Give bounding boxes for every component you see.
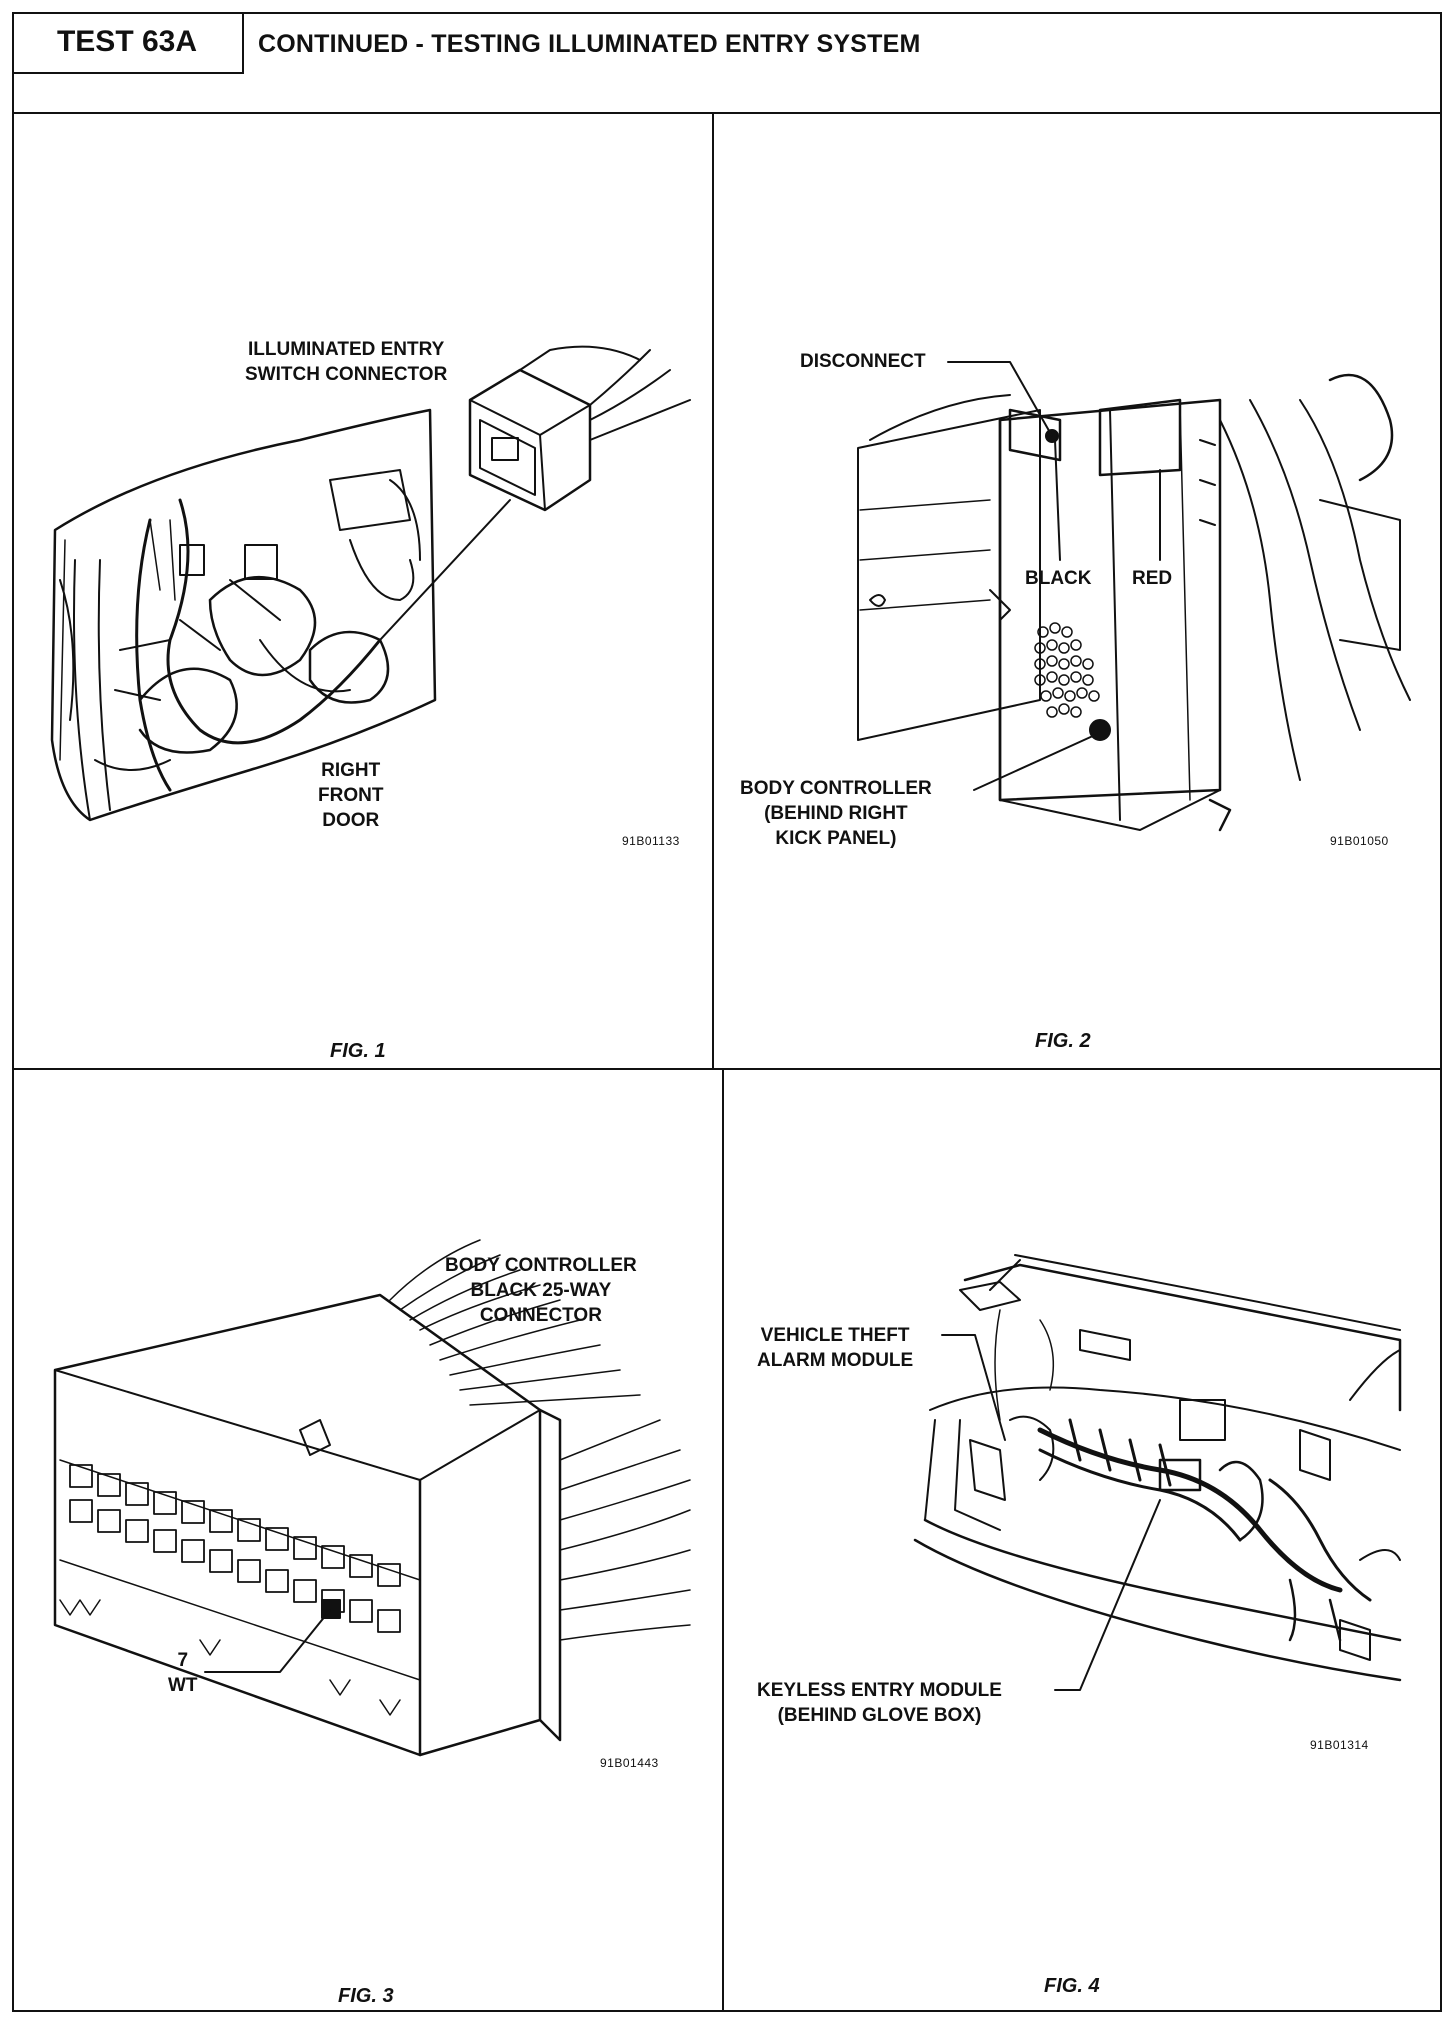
fig2-callout-disconnect: DISCONNECT	[800, 351, 926, 372]
fig3-callout-connector-line1: BODY CONTROLLER	[445, 1255, 637, 1276]
fig3-code: 91B01443	[600, 1756, 659, 1770]
fig4-callout-keyless: KEYLESS ENTRY MODULE (BEHIND GLOVE BOX)	[757, 1678, 1002, 1728]
fig3-caption: FIG. 3	[338, 1985, 394, 2007]
column-divider-top	[712, 112, 714, 1070]
column-divider-bottom	[722, 1068, 724, 2010]
middle-divider	[12, 1068, 1442, 1070]
fig3-callout-connector-line3: CONNECTOR	[479, 1305, 602, 1326]
fig4-callout-keyless-line1: KEYLESS ENTRY MODULE	[757, 1680, 1002, 1701]
fig1-callout-door-line2: FRONT	[318, 785, 384, 806]
fig2-callout-body: BODY CONTROLLER (BEHIND RIGHT KICK PANEL…	[740, 776, 932, 851]
fig3-callout-pin-line1: 7	[177, 1650, 189, 1671]
fig1-door-illustration	[50, 408, 511, 822]
page-title: CONTINUED - TESTING ILLUMINATED ENTRY SY…	[258, 30, 921, 58]
fig4-callout-theft-line2: ALARM MODULE	[757, 1350, 914, 1371]
fig3-callout-connector-line2: BLACK 25-WAY	[470, 1280, 612, 1301]
page-frame	[12, 12, 1442, 2012]
fig4-callout-keyless-line2: (BEHIND GLOVE BOX)	[777, 1705, 982, 1726]
fig2-body-controller-illustration	[857, 361, 1411, 832]
fig2-code: 91B01050	[1330, 834, 1389, 848]
header-divider	[12, 112, 1442, 114]
test-label: TEST 63A	[12, 12, 244, 74]
fig1-callout-connector-line2: SWITCH CONNECTOR	[245, 364, 448, 385]
fig4-caption: FIG. 4	[1044, 1975, 1100, 1997]
fig4-callout-theft: VEHICLE THEFT ALARM MODULE	[757, 1323, 913, 1373]
fig4-dash-illustration	[913, 1254, 1402, 1691]
fig4-code: 91B01314	[1310, 1738, 1369, 1752]
fig2-callout-black: BLACK	[1025, 568, 1092, 589]
fig3-callout-connector: BODY CONTROLLER BLACK 25-WAY CONNECTOR	[445, 1253, 637, 1328]
fig2-callout-body-line3: KICK PANEL)	[775, 828, 897, 849]
fig1-code: 91B01133	[622, 834, 680, 848]
fig1-callout-connector: ILLUMINATED ENTRY SWITCH CONNECTOR	[245, 337, 447, 387]
fig1-callout-door: RIGHT FRONT DOOR	[318, 758, 383, 833]
fig1-connector-illustration	[468, 345, 691, 512]
fig1-callout-connector-line1: ILLUMINATED ENTRY	[247, 339, 445, 360]
fig4-callout-theft-line1: VEHICLE THEFT	[760, 1325, 910, 1346]
fig1-callout-door-line3: DOOR	[322, 810, 380, 831]
fig2-callout-body-line2: (BEHIND RIGHT	[764, 803, 908, 824]
fig1-caption: FIG. 1	[330, 1040, 386, 1062]
fig1-callout-door-line1: RIGHT	[321, 760, 381, 781]
fig3-connector-illustration	[53, 1239, 691, 1757]
fig2-callout-red: RED	[1132, 568, 1173, 589]
fig3-callout-pin: 7 WT	[168, 1648, 198, 1698]
fig2-caption: FIG. 2	[1035, 1030, 1091, 1052]
fig2-callout-body-line1: BODY CONTROLLER	[740, 778, 932, 799]
fig3-callout-pin-line2: WT	[168, 1675, 198, 1696]
